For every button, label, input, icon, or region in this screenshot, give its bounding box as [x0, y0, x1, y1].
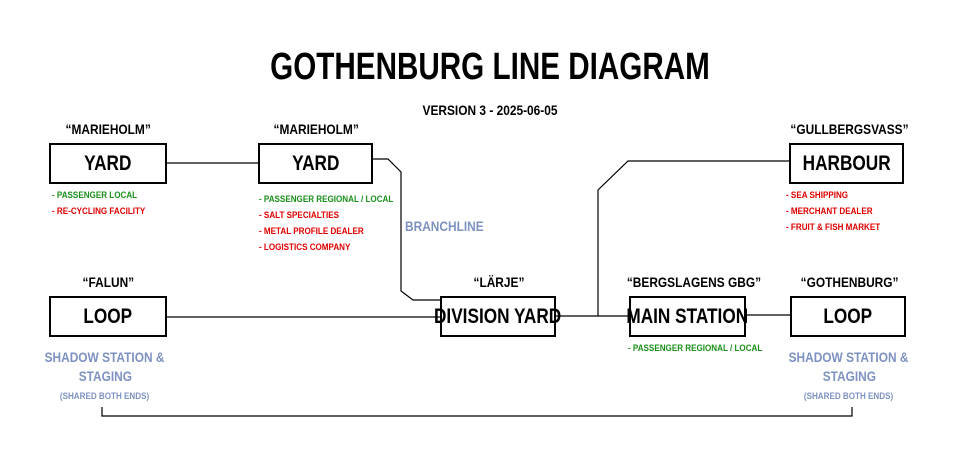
track-return-loop [101, 407, 853, 417]
station-name-falun: “FALUN” [82, 274, 134, 290]
station-box-marieholm-yard-2[interactable]: YARD [258, 143, 373, 184]
station-name-larje: “LÄRJE” [473, 274, 525, 290]
station-name-gullbergsvass: “GULLBERGSVASS” [790, 121, 909, 137]
branchline-label: BRANCHLINE [405, 218, 484, 234]
shared-label-falun: (SHARED BOTH ENDS) [60, 391, 150, 402]
station-box-division-yard[interactable]: DIVISION YARD [434, 296, 562, 337]
notes-marieholm-2: - PASSENGER REGIONAL / LOCAL - SALT SPEC… [259, 192, 417, 256]
notes-bergslagens: - PASSENGER REGIONAL / LOCAL [628, 341, 786, 357]
station-box-marieholm-yard-1[interactable]: YARD [49, 143, 167, 184]
track-harbour-spur [597, 160, 789, 316]
staging-label-gothenburg: SHADOW STATION &STAGING [789, 349, 909, 384]
note-item: - PASSENGER REGIONAL / LOCAL [259, 194, 394, 205]
note-item: - RE-CYCLING FACILITY [52, 206, 146, 217]
station-box-gothenburg-loop[interactable]: LOOP [790, 296, 906, 337]
note-item: - METAL PROFILE DEALER [259, 226, 364, 237]
note-item: - PASSENGER REGIONAL / LOCAL [628, 343, 763, 354]
station-box-harbour[interactable]: HARBOUR [789, 143, 904, 184]
note-item: - PASSENGER LOCAL [52, 190, 138, 201]
note-item: - SALT SPECIALTIES [259, 210, 340, 221]
staging-label-falun: SHADOW STATION &STAGING [45, 349, 165, 384]
station-name-bergslagens: “BERGSLAGENS GBG” [626, 274, 762, 290]
station-name-marieholm-1: “MARIEHOLM” [65, 121, 151, 137]
station-name-marieholm-2: “MARIEHOLM” [273, 121, 359, 137]
track-branchline [372, 158, 441, 301]
note-item: - LOGISTICS COMPANY [259, 242, 351, 253]
station-box-falun-loop[interactable]: LOOP [49, 296, 167, 337]
note-item: - FRUIT & FISH MARKET [786, 222, 881, 233]
note-item: - MERCHANT DEALER [786, 206, 873, 217]
version-label: VERSION 3 - 2025-06-05 [422, 102, 558, 118]
station-box-main-station[interactable]: MAIN STATION [627, 296, 748, 337]
notes-marieholm-1: - PASSENGER LOCAL - RE-CYCLING FACILITY [52, 188, 162, 220]
shared-label-gothenburg: (SHARED BOTH ENDS) [804, 391, 894, 402]
note-item: - SEA SHIPPING [786, 190, 849, 201]
page-title: GOTHENBURG LINE DIAGRAM [270, 46, 710, 88]
notes-gullbergsvass: - SEA SHIPPING - MERCHANT DEALER - FRUIT… [786, 188, 897, 236]
station-name-gothenburg: “GOTHENBURG” [801, 274, 899, 290]
